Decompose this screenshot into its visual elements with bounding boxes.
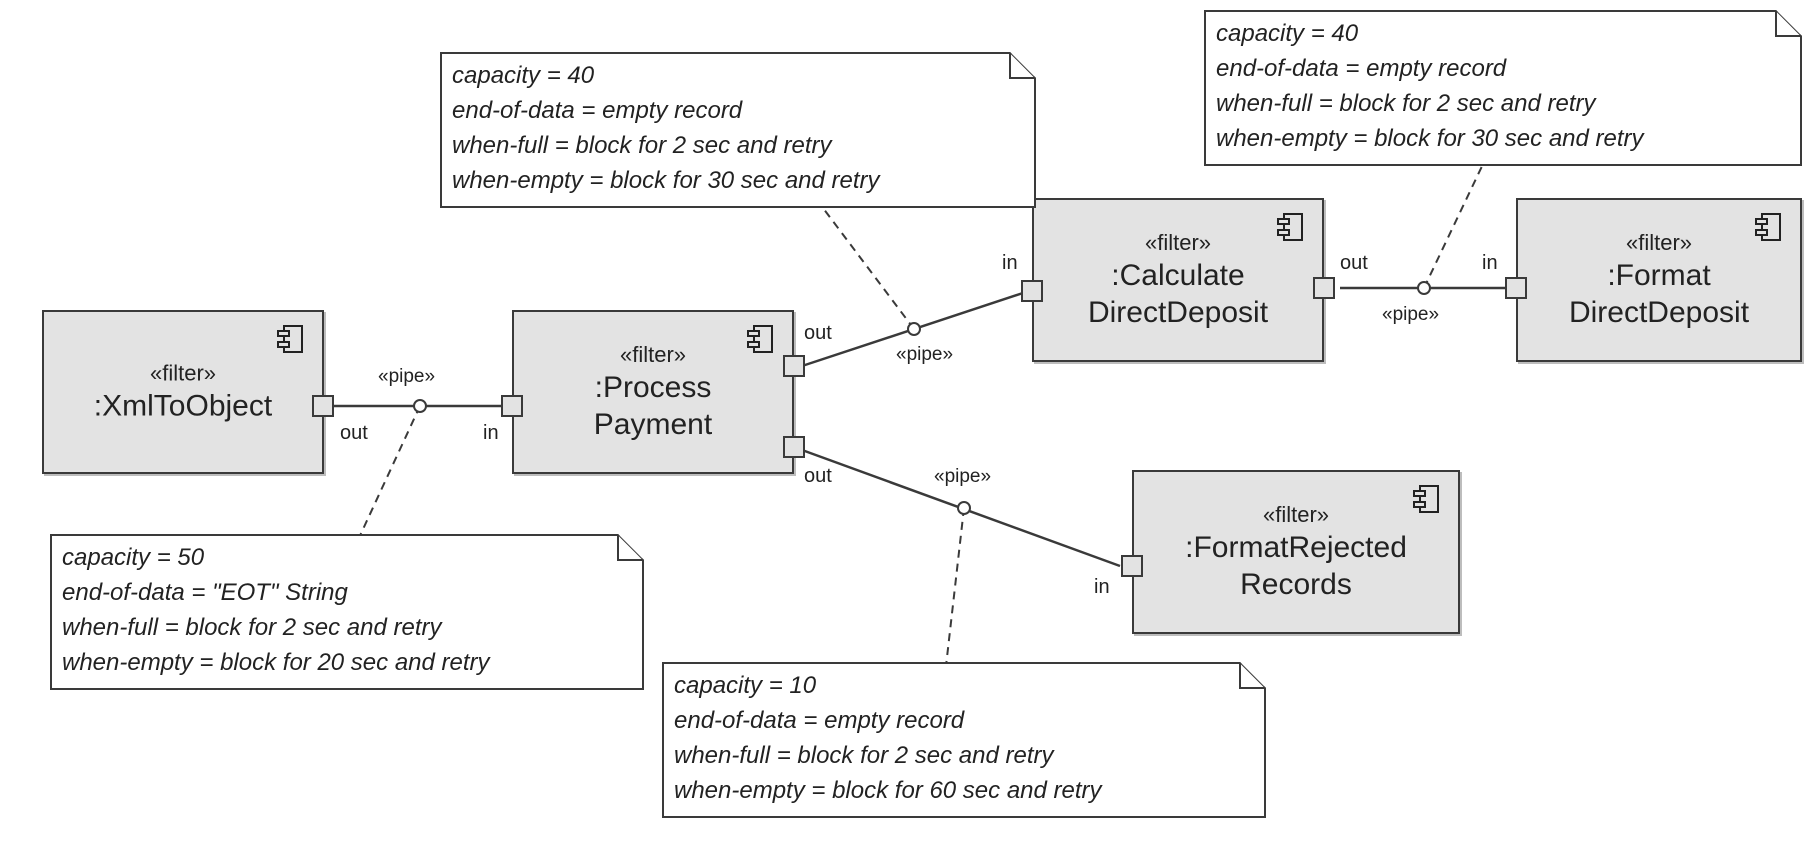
pipe-stereotype-label: «pipe» <box>934 466 992 487</box>
port-calculate-in[interactable] <box>1021 280 1043 302</box>
filter-format-rejected-records[interactable]: «filter» :FormatRejected Records <box>1132 470 1460 634</box>
component-name: :XmlToObject <box>93 389 273 423</box>
port-label-out: out <box>804 465 832 487</box>
filter-process-payment[interactable]: «filter» :Process Payment <box>512 310 794 474</box>
port-process-out-top[interactable] <box>783 355 805 377</box>
stereotype-label: «filter» <box>1144 230 1212 255</box>
component-icon <box>1277 213 1303 241</box>
note-line: capacity = 40 <box>452 62 595 89</box>
port-process-out-bottom[interactable] <box>783 436 805 458</box>
note-line: when-empty = block for 60 sec and retry <box>674 777 1102 804</box>
filter-format-direct-deposit[interactable]: «filter» :Format DirectDeposit <box>1516 198 1802 362</box>
port-xml-out[interactable] <box>312 395 334 417</box>
note-pipe3-properties: capacity = 40 end-of-data = empty record… <box>1204 10 1802 166</box>
note-line: capacity = 10 <box>674 672 817 699</box>
note-pipe4-properties: capacity = 10 end-of-data = empty record… <box>662 662 1266 818</box>
component-name: :Calculate DirectDeposit <box>1087 259 1269 329</box>
pipe-node-4 <box>957 501 971 515</box>
stereotype-label: «filter» <box>149 360 217 386</box>
stereotype-label: «filter» <box>1262 502 1330 527</box>
component-name: :FormatRejected Records <box>1185 531 1407 601</box>
note-line: capacity = 50 <box>62 544 205 571</box>
note-line: when-full = block for 2 sec and retry <box>674 742 1054 769</box>
component-name: :Format DirectDeposit <box>1568 259 1750 329</box>
component-icon <box>1413 485 1439 513</box>
pipe-stereotype-label: «pipe» <box>378 366 436 387</box>
stereotype-label: «filter» <box>619 342 687 367</box>
note-anchor-pipe1 <box>357 405 421 541</box>
note-line: when-empty = block for 20 sec and retry <box>62 649 490 676</box>
note-fold-icon <box>616 534 644 562</box>
port-label-in: in <box>1094 576 1110 598</box>
note-anchor-pipe3 <box>1423 161 1485 289</box>
note-line: when-full = block for 2 sec and retry <box>452 132 832 159</box>
note-line: when-empty = block for 30 sec and retry <box>452 167 880 194</box>
port-format-in[interactable] <box>1505 277 1527 299</box>
component-icon <box>277 325 303 353</box>
port-label-in: in <box>1482 252 1498 274</box>
component-icon <box>747 325 773 353</box>
pipe-stereotype-label: «pipe» <box>1382 304 1440 325</box>
component-icon <box>1755 213 1781 241</box>
port-calculate-out[interactable] <box>1313 277 1335 299</box>
note-anchor-pipe2 <box>819 203 915 330</box>
pipe-stereotype-label: «pipe» <box>896 344 954 365</box>
note-line: when-full = block for 2 sec and retry <box>1216 90 1596 117</box>
note-pipe1-properties: capacity = 50 end-of-data = "EOT" String… <box>50 534 644 690</box>
note-line: end-of-data = empty record <box>1216 55 1507 82</box>
note-fold-icon <box>1008 52 1036 80</box>
note-line: when-full = block for 2 sec and retry <box>62 614 442 641</box>
pipe-node-1 <box>413 399 427 413</box>
port-label-out: out <box>1340 252 1368 274</box>
component-name: :Process Payment <box>593 371 713 441</box>
port-label-out: out <box>340 422 368 444</box>
note-line: capacity = 40 <box>1216 20 1359 47</box>
filter-xml-to-object[interactable]: «filter» :XmlToObject <box>42 310 324 474</box>
filter-calculate-direct-deposit[interactable]: «filter» :Calculate DirectDeposit <box>1032 198 1324 362</box>
note-line: end-of-data = empty record <box>452 97 743 124</box>
port-rejected-in[interactable] <box>1121 555 1143 577</box>
note-line: when-empty = block for 30 sec and retry <box>1216 125 1644 152</box>
pipe-node-3 <box>1417 281 1431 295</box>
stereotype-label: «filter» <box>1625 230 1693 255</box>
port-label-in: in <box>483 422 499 444</box>
pipe-node-2 <box>907 322 921 336</box>
port-process-in[interactable] <box>501 395 523 417</box>
note-pipe2-properties: capacity = 40 end-of-data = empty record… <box>440 52 1036 208</box>
port-label-in: in <box>1002 252 1018 274</box>
note-line: end-of-data = empty record <box>674 707 965 734</box>
note-anchor-pipe4 <box>945 507 965 667</box>
port-label-out: out <box>804 322 832 344</box>
note-line: end-of-data = "EOT" String <box>62 579 348 606</box>
